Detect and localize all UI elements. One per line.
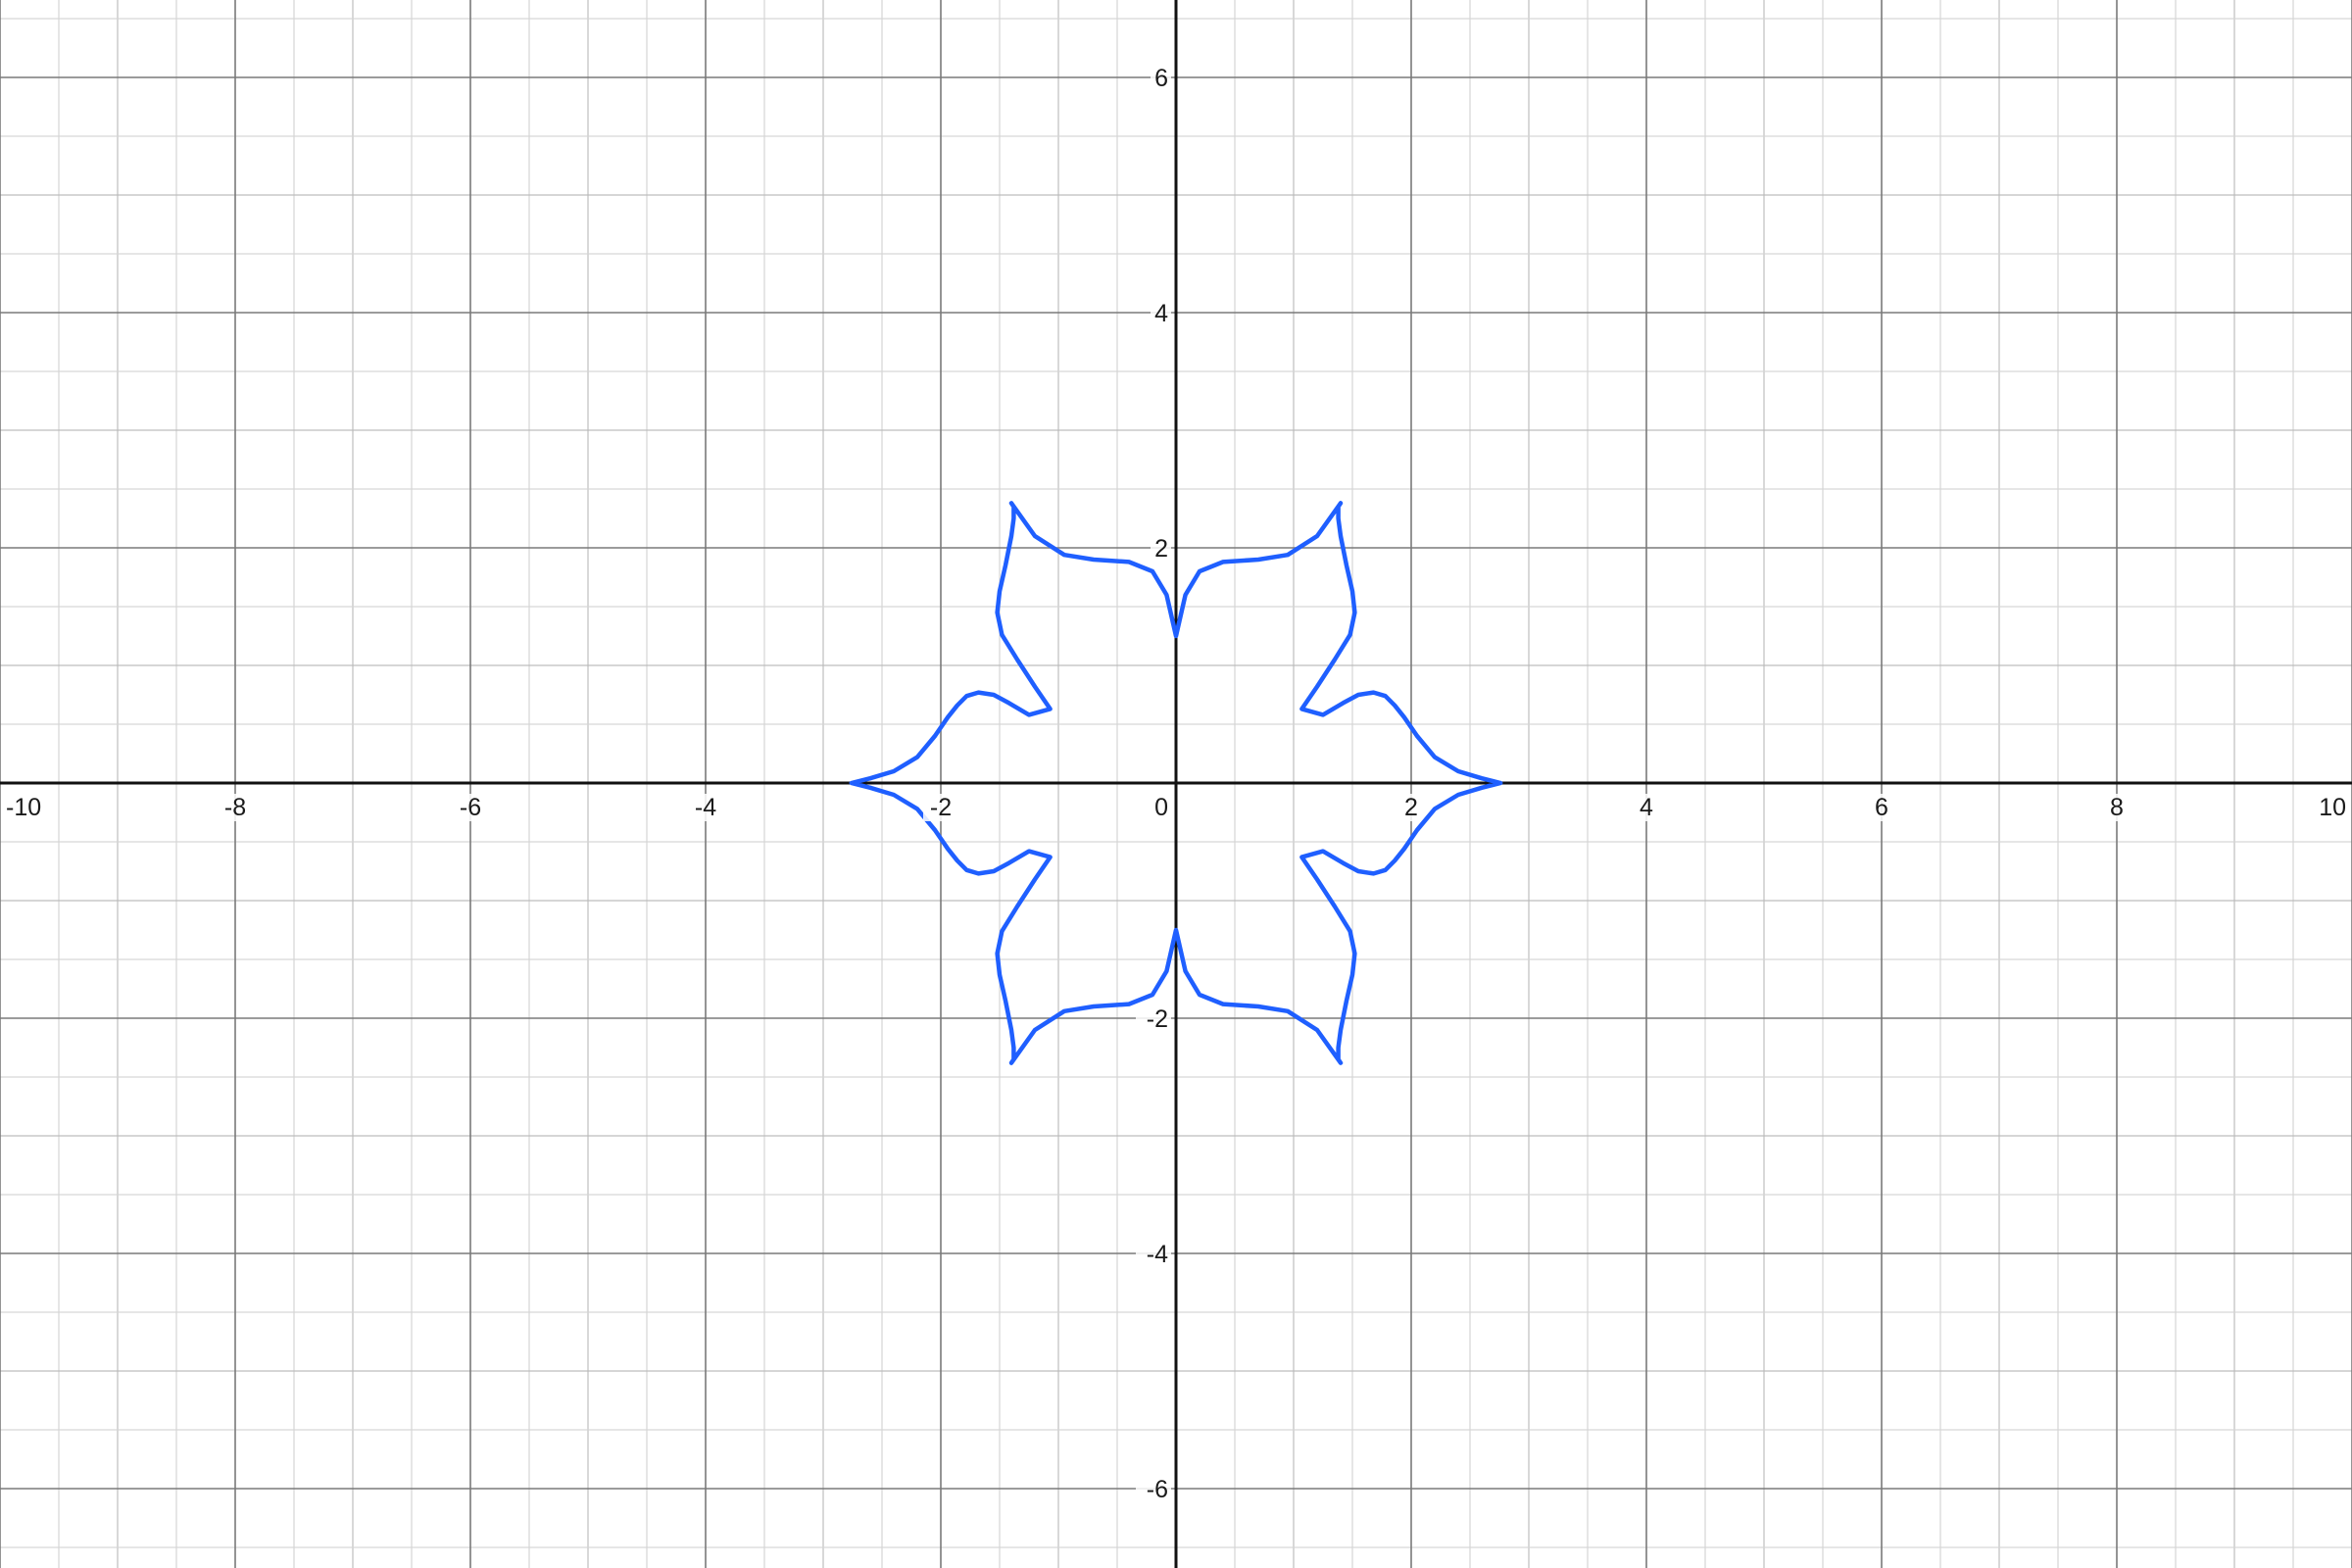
x-tick-label--4: -4 xyxy=(695,794,716,821)
x-tick-label-10-bg xyxy=(2314,794,2349,821)
curve-series-1 xyxy=(849,501,1503,1065)
x-tick-label-8: 8 xyxy=(2110,794,2124,821)
x-tick-label--2-bg xyxy=(923,794,958,821)
tick-labels: -10 -8 -6 -4 -2 0 2 4 6 8 10 6 4 2 -2 -4 -6 xyxy=(3,65,2349,1503)
y-tick-label--6-bg xyxy=(1136,1476,1171,1503)
y-tick-label--2-bg xyxy=(1136,1005,1171,1033)
x-tick-label-0-bg xyxy=(1151,794,1171,821)
x-tick-label--6: -6 xyxy=(460,794,481,821)
y-tick-label--6: -6 xyxy=(1147,1476,1168,1503)
y-tick-label-2-bg xyxy=(1151,535,1171,563)
x-tick-label-0: 0 xyxy=(1154,794,1168,821)
x-tick-label-2: 2 xyxy=(1404,794,1418,821)
x-tick-label-6-bg xyxy=(1871,794,1892,821)
y-tick-label--2: -2 xyxy=(1147,1005,1168,1033)
y-tick-label-6: 6 xyxy=(1154,65,1168,92)
x-tick-label-4-bg xyxy=(1636,794,1657,821)
x-tick-label--4-bg xyxy=(688,794,723,821)
x-tick-label-4: 4 xyxy=(1640,794,1653,821)
x-tick-label-2-bg xyxy=(1400,794,1422,821)
curve-layer xyxy=(849,501,1503,1065)
y-tick-label--4-bg xyxy=(1136,1241,1171,1268)
y-tick-label-4: 4 xyxy=(1154,300,1168,327)
x-tick-label-neg10-bg xyxy=(3,794,53,821)
y-tick-label--4: -4 xyxy=(1147,1241,1168,1268)
y-tick-label-2: 2 xyxy=(1154,535,1168,563)
x-tick-label-8-bg xyxy=(2106,794,2128,821)
x-tick-label--8-bg xyxy=(218,794,253,821)
x-tick-label--2: -2 xyxy=(930,794,952,821)
x-tick-label--8: -8 xyxy=(224,794,246,821)
x-tick-label-10: 10 xyxy=(2319,794,2346,821)
x-tick-label--6-bg xyxy=(453,794,488,821)
x-tick-label-6: 6 xyxy=(1875,794,1888,821)
y-tick-label-4-bg xyxy=(1151,300,1171,327)
x-tick-label-neg10: -10 xyxy=(6,794,41,821)
y-tick-label-6-bg xyxy=(1151,65,1171,92)
